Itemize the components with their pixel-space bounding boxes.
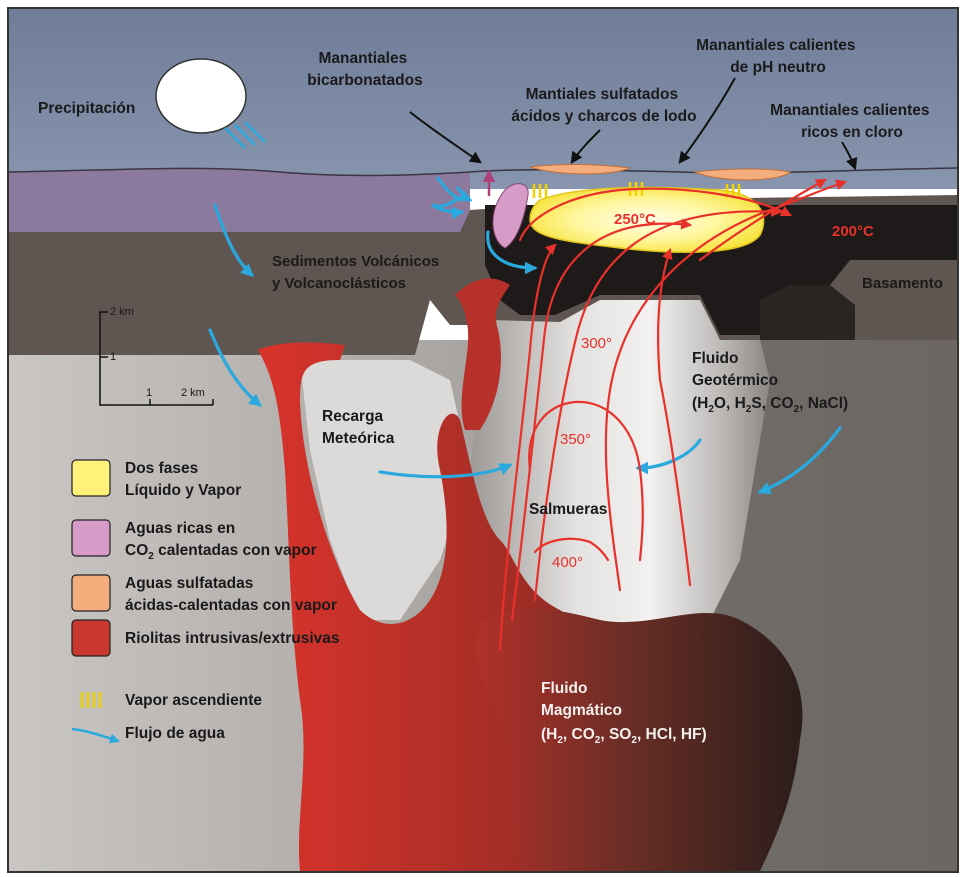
scale-h-mid: 1 — [146, 387, 152, 399]
temp-350: 350° — [560, 431, 591, 448]
sky-band — [9, 9, 957, 189]
label-basamento: Basamento — [862, 275, 943, 292]
temp-400: 400° — [552, 554, 583, 571]
legend-label: Riolitas intrusivas/extrusivas — [125, 630, 340, 647]
legend-swatch-rhyolite — [72, 620, 110, 656]
scale-v-mid: 1 — [110, 351, 116, 363]
legend-label: Aguas ricas en — [125, 520, 235, 537]
legend-swatch-co2-water — [72, 520, 110, 556]
legend-label: Flujo de agua — [125, 725, 225, 742]
purple-sediment-layer — [9, 168, 470, 240]
temp-250: 250°C — [614, 211, 656, 228]
scale-v-top: 2 km — [110, 306, 134, 318]
legend-label: Líquido y Vapor — [125, 482, 241, 499]
legend-swatch-sulfate-water — [72, 575, 110, 611]
cloud-icon — [156, 59, 246, 133]
label-precipitacion: Precipitación — [38, 100, 135, 117]
temp-200: 200°C — [832, 223, 874, 240]
legend-swatch-two-phase — [72, 460, 110, 496]
temp-300: 300° — [581, 335, 612, 352]
scale-h-end: 2 km — [181, 387, 205, 399]
label-salmueras: Salmueras — [529, 501, 607, 518]
legend-label: ácidas-calentadas con vapor — [125, 597, 337, 614]
legend-label: Vapor ascendiente — [125, 692, 262, 709]
legend-label: Aguas sulfatadas — [125, 575, 253, 592]
legend-label: Dos fases — [125, 460, 198, 477]
